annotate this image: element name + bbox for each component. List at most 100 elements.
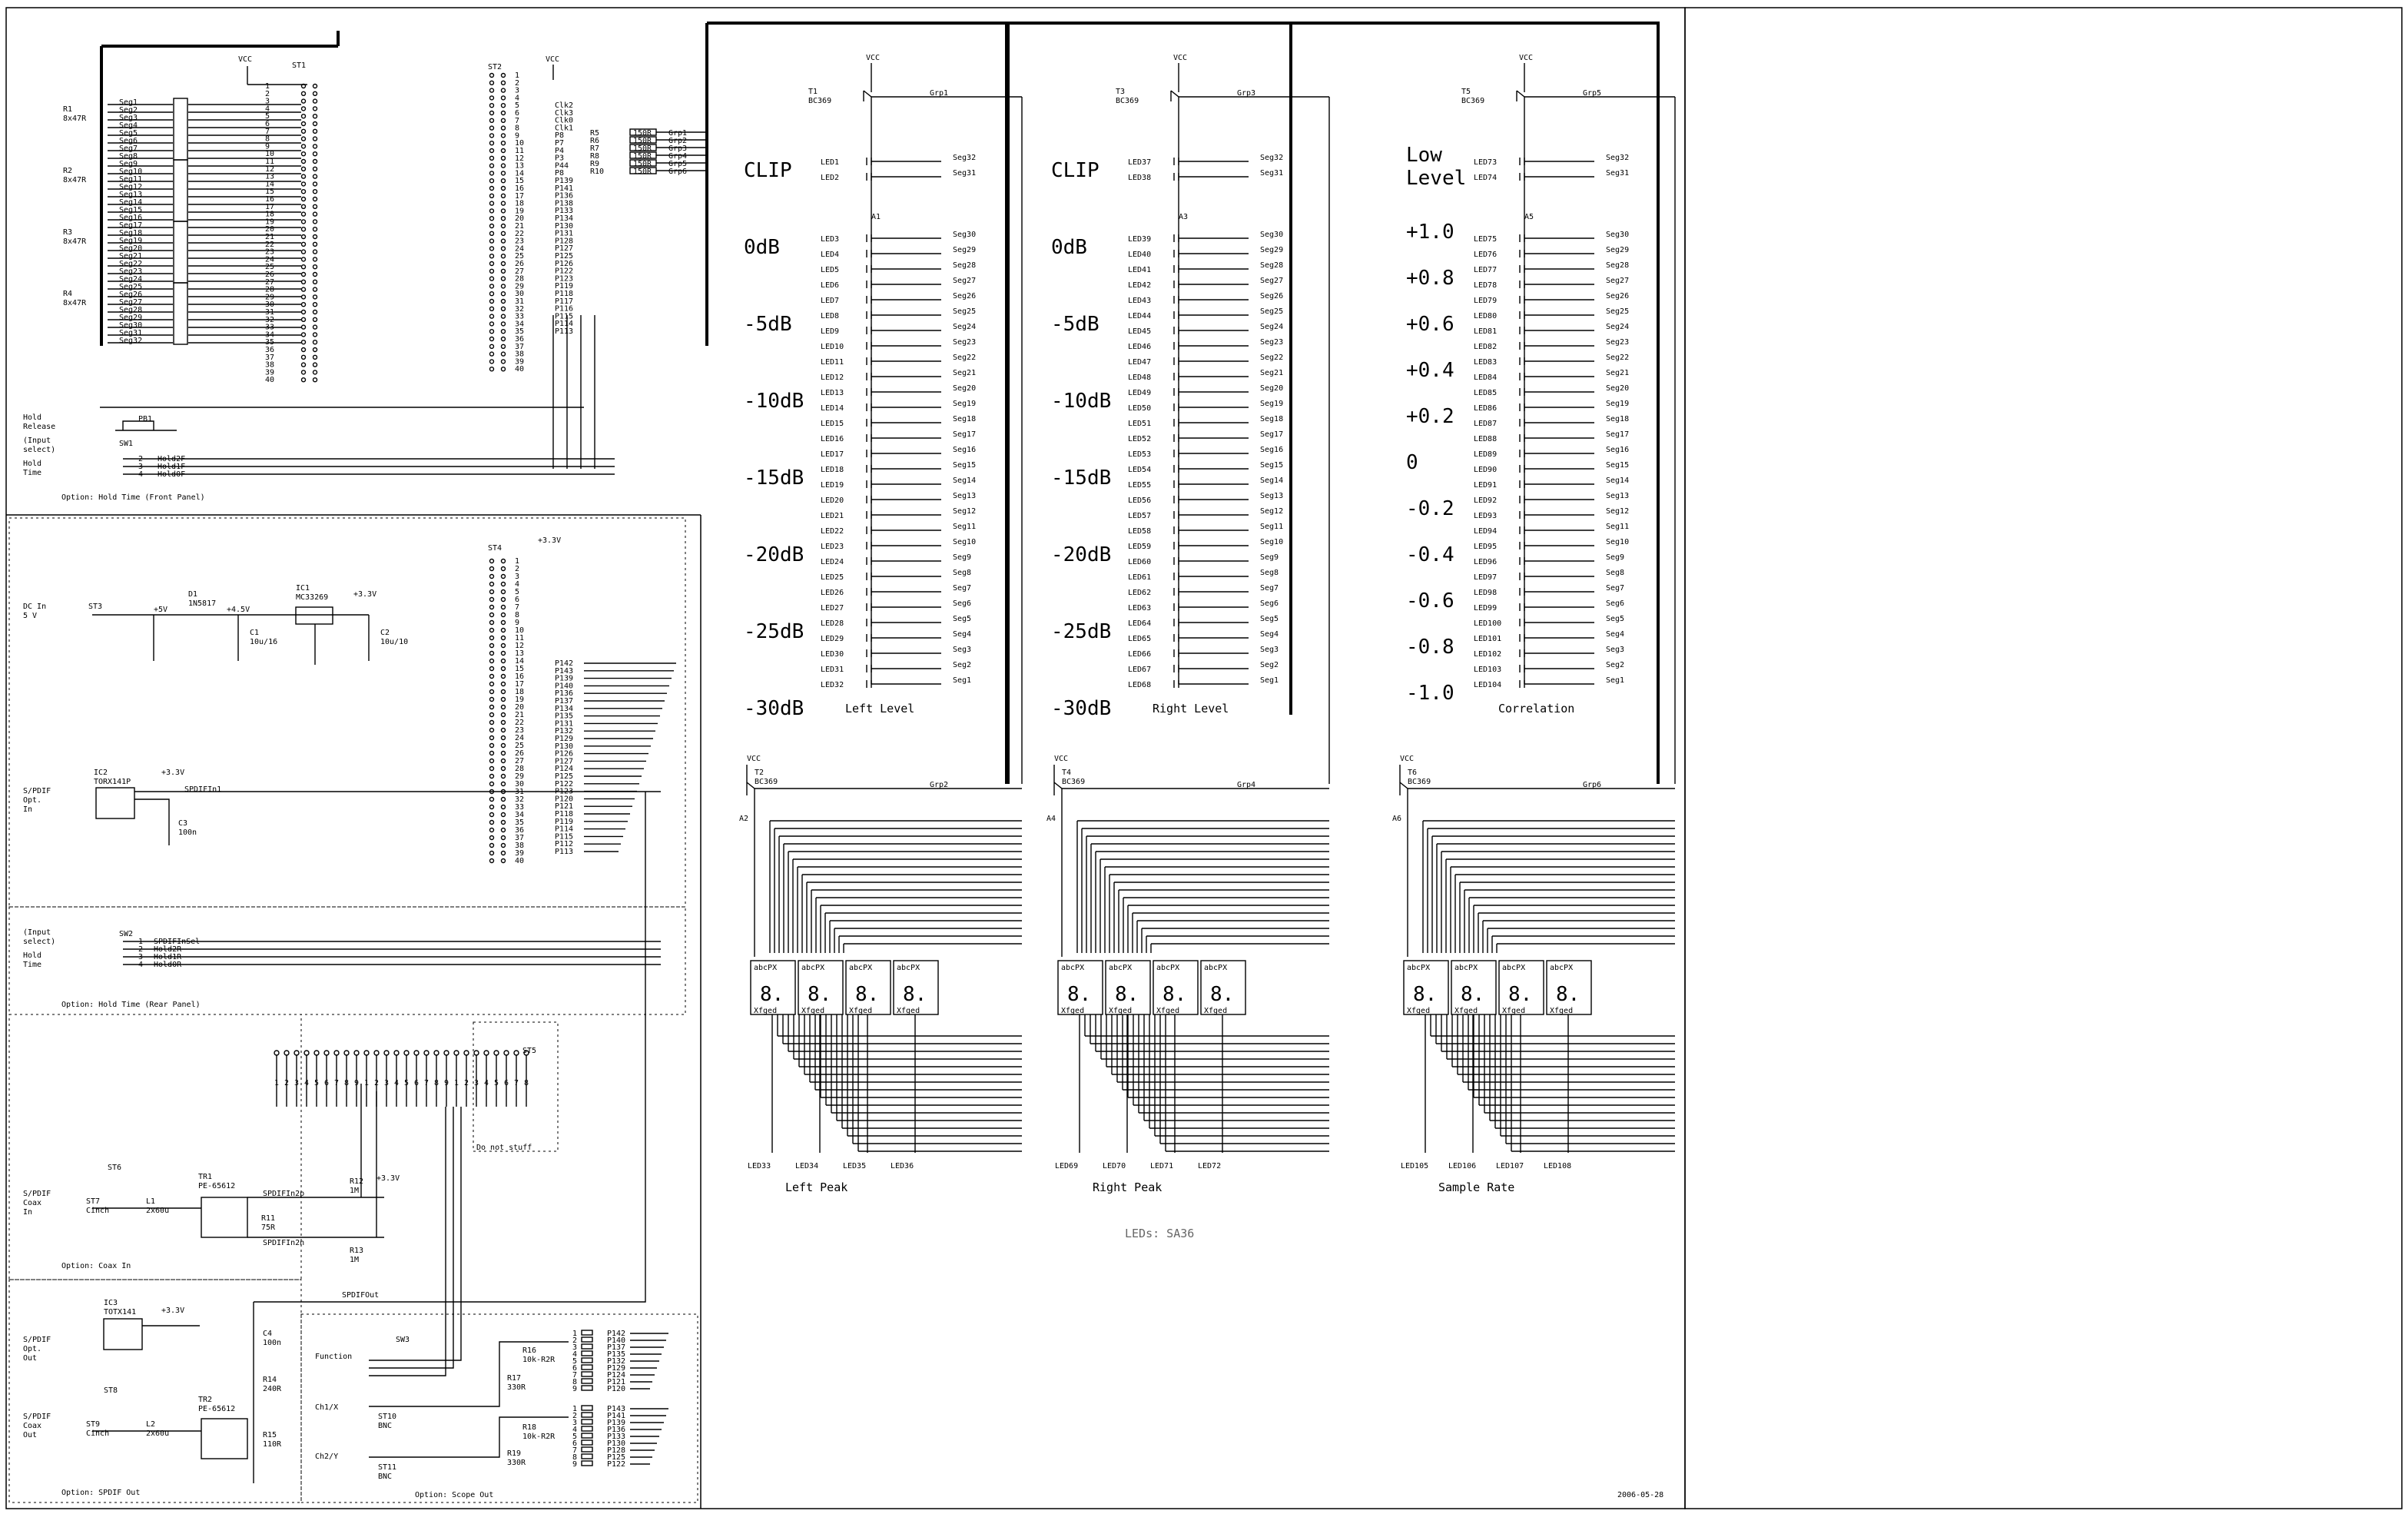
led-label: LED8 [821, 312, 839, 320]
cap-value: 100n [178, 828, 197, 837]
jumper-pin: 4 [394, 1079, 399, 1087]
pin-pad [500, 359, 506, 364]
seg-label: Seg12 [1606, 507, 1629, 516]
level-title: Right Level [1153, 702, 1229, 716]
seg-label: Seg2 [953, 661, 971, 669]
resnet-value: 8x47R [63, 237, 87, 246]
pin-pad [500, 573, 506, 579]
transformer-type: PE-65612 [198, 1182, 235, 1190]
pin-number: 11 [515, 634, 524, 642]
pin-pad [489, 612, 495, 618]
vcc-label: VCC [546, 55, 559, 64]
st4-signal-label: P143 [555, 667, 573, 676]
pin-number: 10 [515, 626, 524, 635]
transistor-label: T2 [755, 769, 764, 777]
diode-type: 1N5817 [188, 599, 216, 608]
corr-scale-label: +1.0 [1406, 221, 1454, 244]
jumper-pad [413, 1050, 420, 1056]
pin-pad [500, 178, 506, 184]
led-label: LED17 [821, 450, 844, 459]
pin-number: 10 [515, 139, 524, 148]
corr-scale-label: Low [1406, 144, 1442, 167]
pin-pad [489, 95, 495, 101]
led-symbol [866, 511, 941, 519]
pin-pad [300, 340, 307, 345]
led-symbol [1519, 665, 1594, 672]
pin-pad [489, 276, 495, 281]
seg-label: Seg14 [1260, 476, 1283, 485]
grp-res-value: 150R [633, 129, 652, 138]
pin-pad [489, 596, 495, 603]
pin-number: 14 [515, 657, 524, 666]
pin-number: 31 [265, 308, 274, 317]
pin-number: 29 [515, 772, 524, 781]
transformer-body [201, 1197, 248, 1238]
db-scale-label: -30dB [1051, 697, 1111, 720]
spdifin1-label: SPDIFIn1 [184, 785, 221, 794]
led-label: LED5 [821, 266, 839, 274]
led-symbol [1173, 619, 1249, 626]
led-symbol [1173, 480, 1249, 488]
digit-pin-label: abcPX [1454, 964, 1478, 972]
led-symbol [1519, 373, 1594, 380]
resistor-value: 330R [507, 1383, 526, 1392]
pin-number: 32 [265, 316, 274, 324]
pin-number: 27 [515, 267, 524, 276]
led-label: LED42 [1128, 281, 1151, 290]
pin-pad [489, 566, 495, 572]
pin-pad [500, 842, 506, 848]
pin-pad [300, 309, 307, 315]
led-symbol [866, 588, 941, 596]
jumper-pad [333, 1050, 340, 1056]
pin-number: 31 [515, 297, 524, 306]
pin-pad [300, 287, 307, 292]
pin-number: 5 [265, 112, 270, 121]
led-label: LED73 [1474, 158, 1497, 167]
led-symbol [866, 634, 941, 642]
pin-pad [312, 317, 318, 322]
pin-pad [500, 276, 506, 281]
led-label: LED67 [1128, 666, 1151, 674]
seg-net-label: Seg11 [119, 175, 142, 184]
seg-label: Seg7 [1260, 584, 1279, 593]
pin-pad [489, 604, 495, 610]
seg-label: Seg4 [1606, 630, 1624, 639]
resistor-label: R15 [263, 1431, 277, 1439]
transformer-label: TR1 [198, 1173, 212, 1181]
led-symbol [866, 296, 941, 304]
pin-pad [312, 294, 318, 300]
level-title: Left Level [845, 702, 914, 716]
pin-number: 39 [515, 849, 524, 858]
corr-scale-label: +0.2 [1406, 405, 1454, 428]
pin-pad [300, 279, 307, 284]
digit-pin-label: Xfged [1550, 1007, 1573, 1015]
jumper-pad [274, 1050, 280, 1056]
jumper-pin: 7 [334, 1079, 339, 1087]
switch-net-label: Hold2R [154, 945, 182, 954]
r2r-pin: 5 [572, 1433, 577, 1441]
seg-label: Seg25 [1606, 307, 1629, 316]
pin-pad [312, 234, 318, 240]
seg-label: Seg28 [1606, 261, 1629, 270]
db-scale-label: -15dB [1051, 466, 1111, 490]
cap-value: 10u/16 [250, 638, 277, 646]
transistor-symbol [1516, 90, 1525, 108]
led-symbol [1519, 388, 1594, 396]
db-scale-label: -25dB [1051, 620, 1111, 643]
seg-label: Seg9 [1260, 553, 1279, 562]
led-label: LED53 [1128, 450, 1151, 459]
led-label: LED95 [1474, 543, 1497, 551]
pin-pad [312, 188, 318, 194]
led-label: LED51 [1128, 420, 1151, 428]
led-symbol [866, 311, 941, 319]
seg-label: Seg8 [1260, 569, 1279, 577]
spdif-coax-out-label: S/PDIF [23, 1413, 51, 1421]
st4-signal-label: P129 [555, 735, 573, 743]
led-symbol [1519, 234, 1594, 242]
led-label: LED41 [1128, 266, 1151, 274]
pin-number: 27 [515, 757, 524, 765]
pin-pad [489, 216, 495, 221]
led-label: LED99 [1474, 604, 1497, 613]
pin-pad [300, 249, 307, 254]
pin-pad [500, 619, 506, 626]
